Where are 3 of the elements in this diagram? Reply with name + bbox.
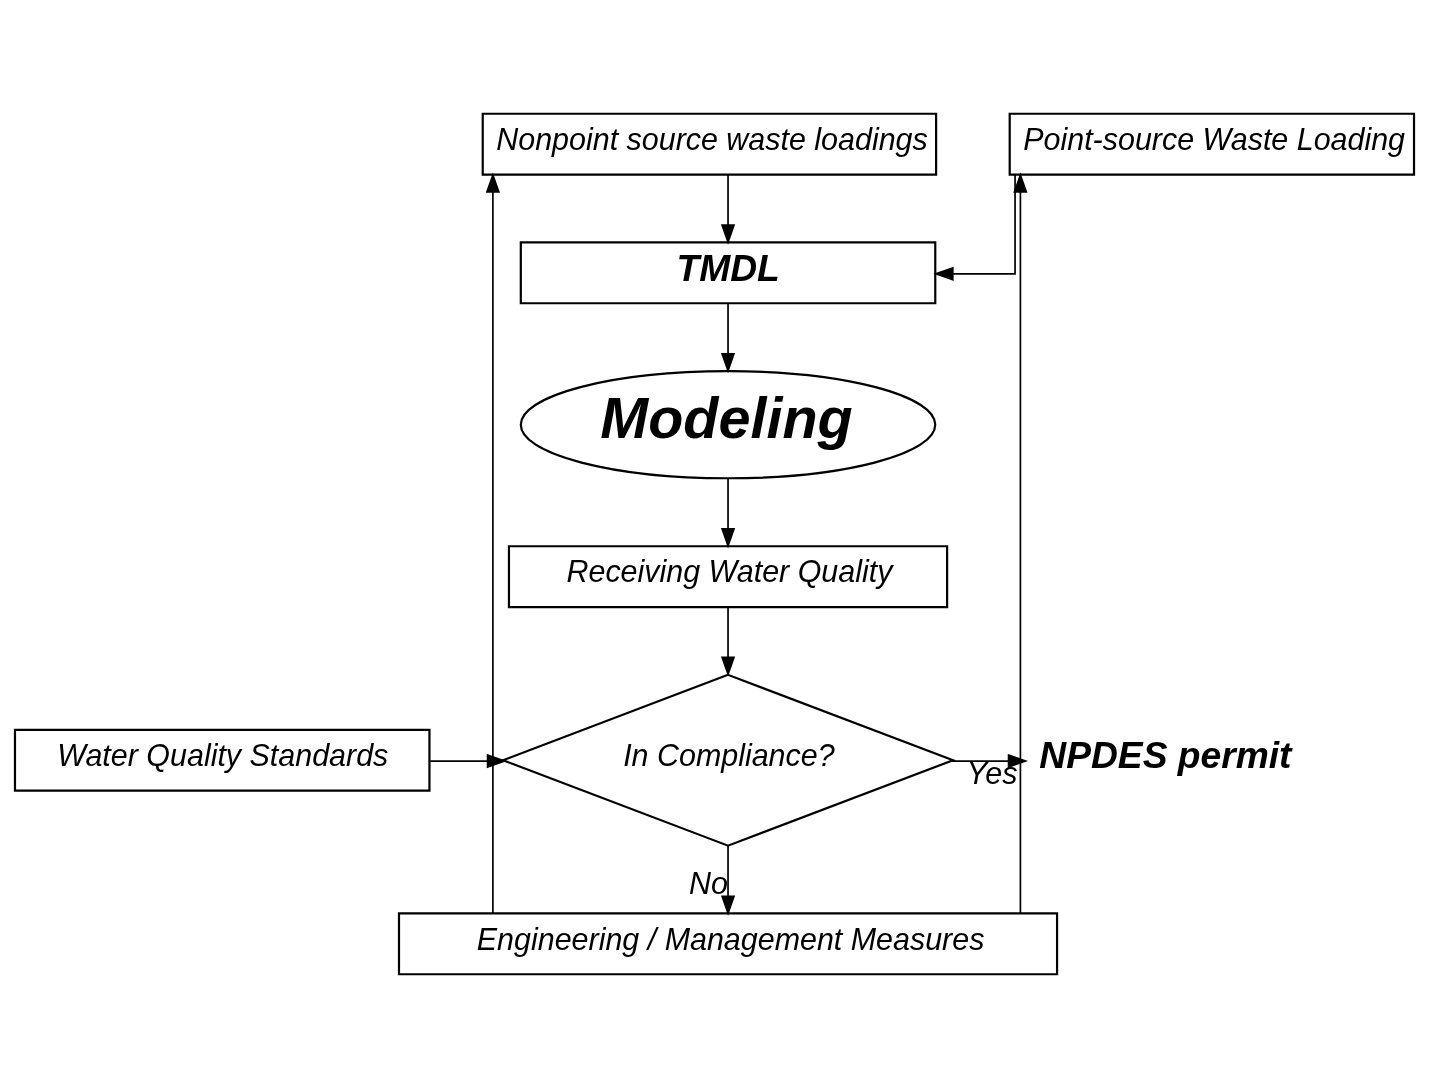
edge-label: Yes [966, 755, 1018, 790]
edge-label: No [689, 865, 729, 900]
node-text: NPDES permit [1039, 734, 1292, 777]
